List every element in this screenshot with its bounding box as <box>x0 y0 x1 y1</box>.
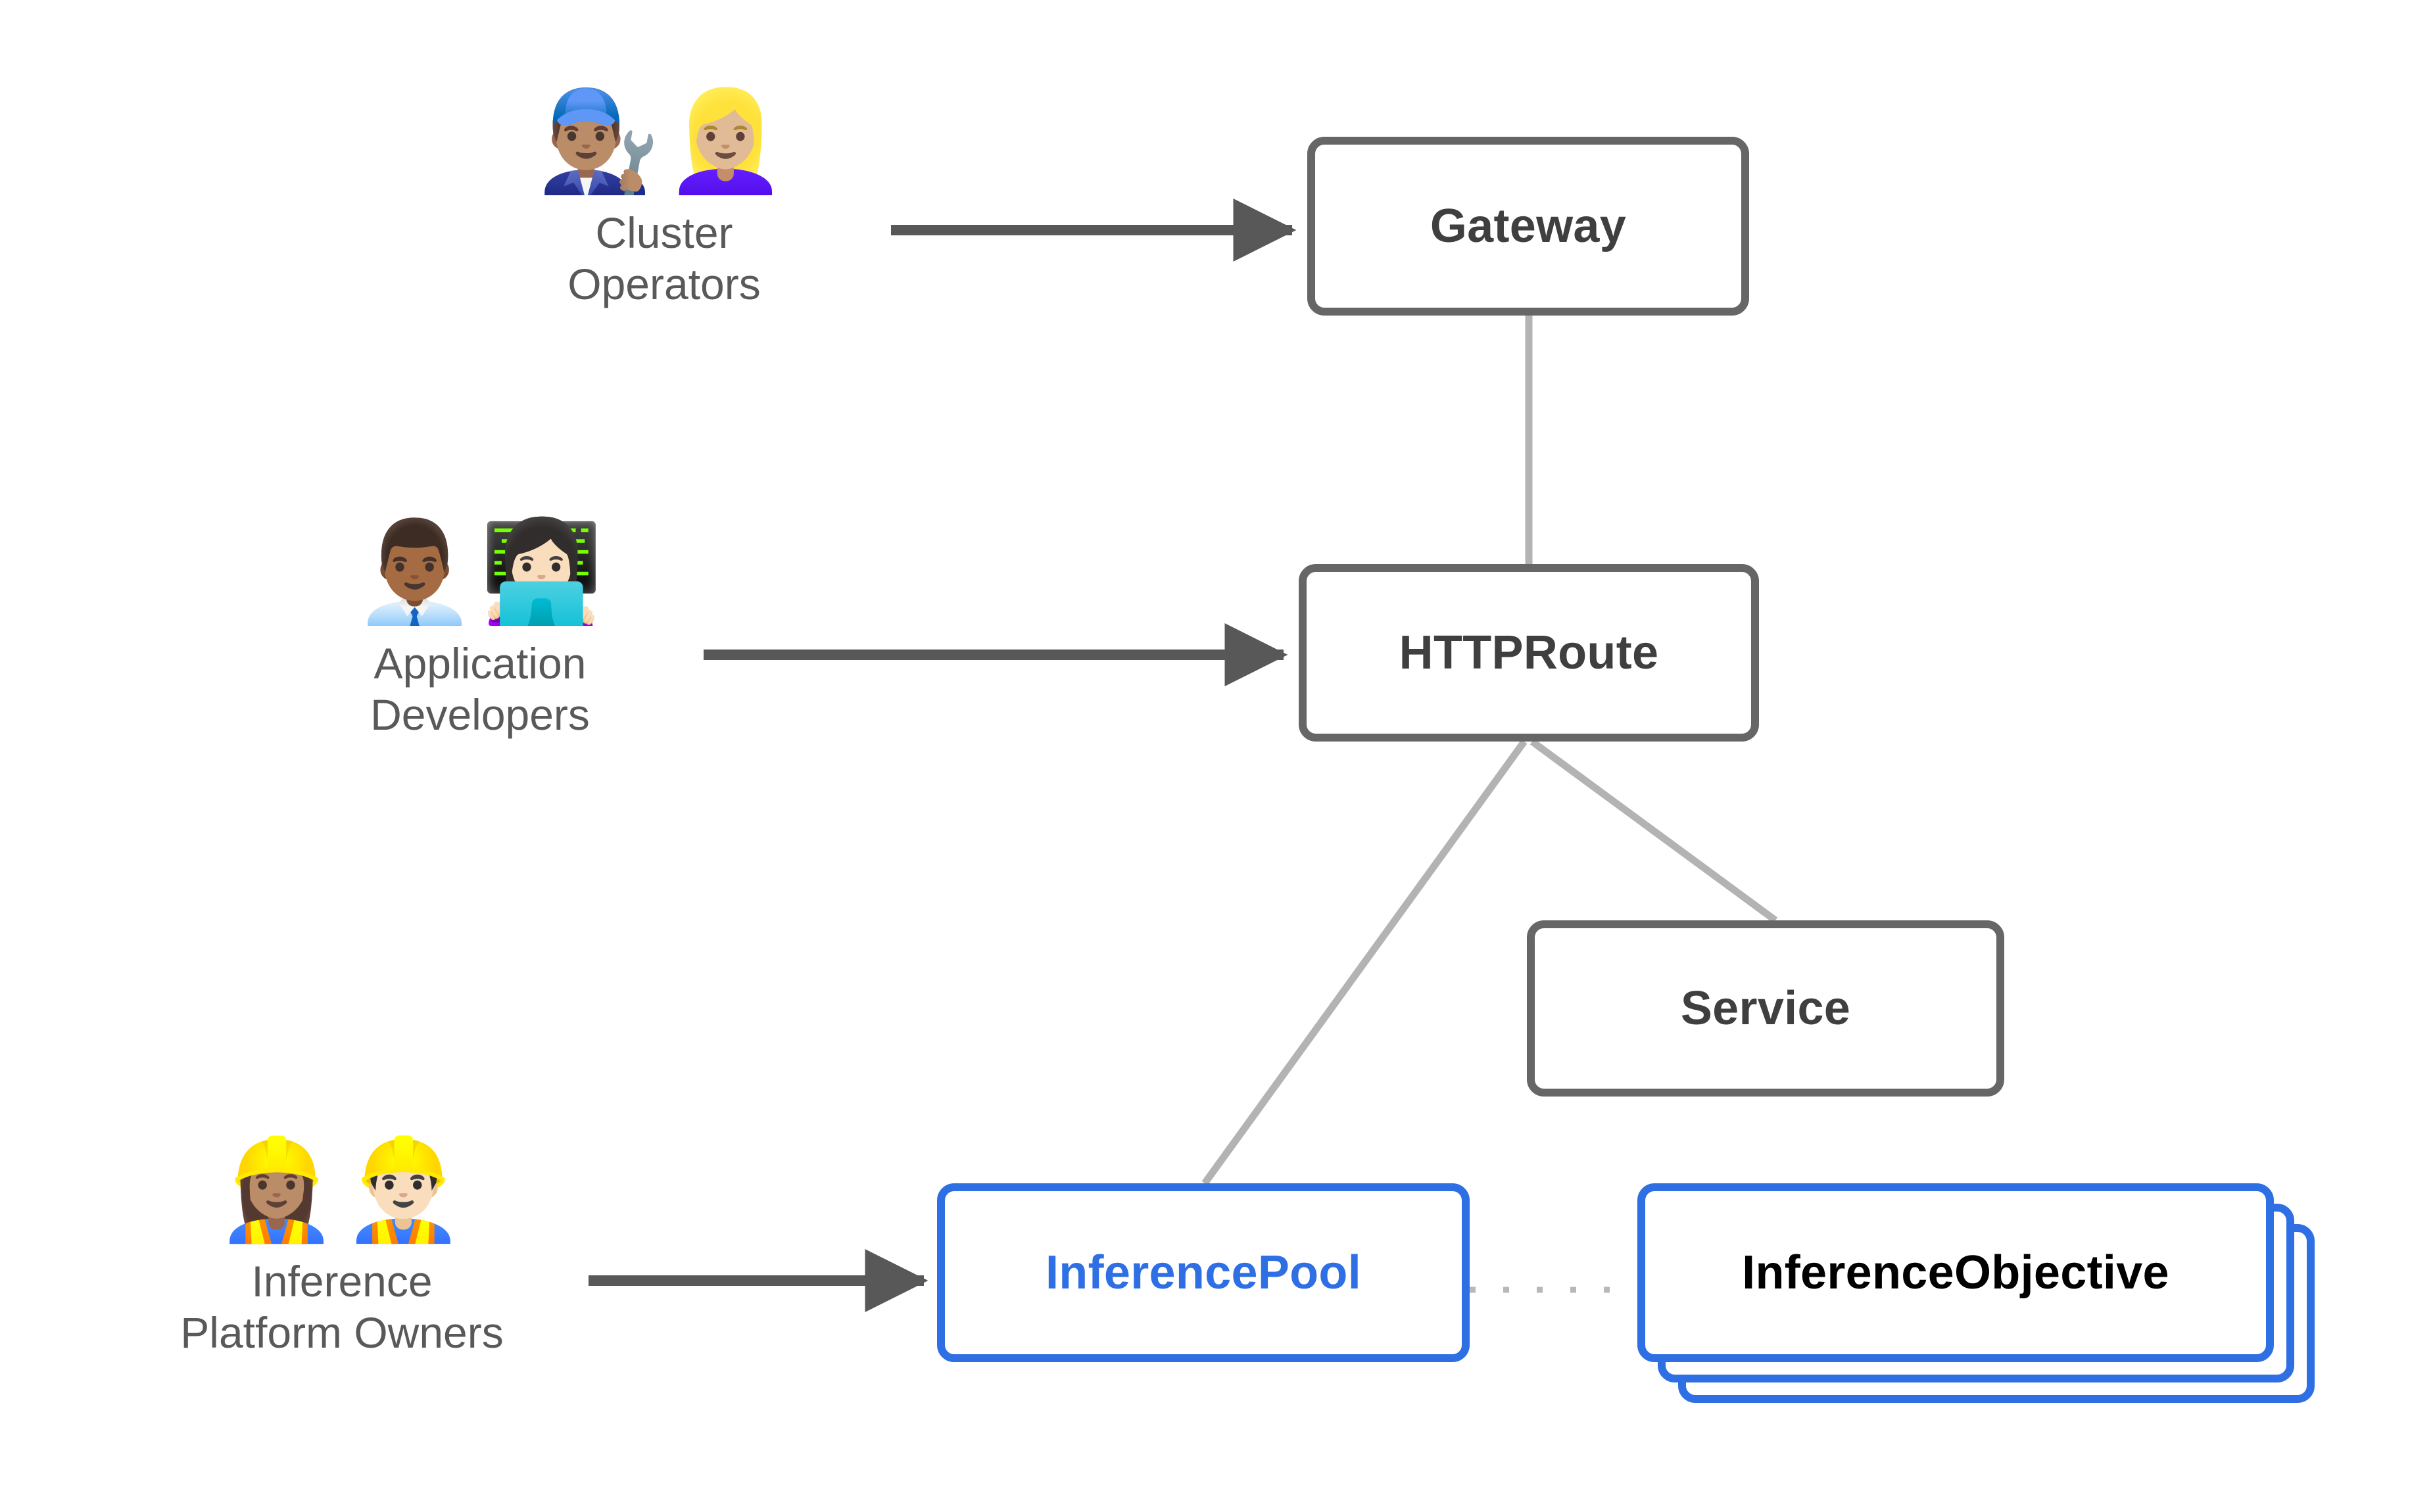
persona-application-developers-label: Application Developers <box>370 639 590 739</box>
persona-application-developers: 👨🏾‍💼👩🏻‍💻 Application Developers <box>250 523 710 741</box>
node-inferenceobjective-stack[interactable]: InferenceObjective <box>1637 1183 2315 1404</box>
node-gateway[interactable]: Gateway <box>1307 137 1749 316</box>
node-httproute-label: HTTPRoute <box>1399 626 1659 679</box>
persona-inference-platform-owners-avatars: 👷🏽‍♀️👷🏻‍♂️ <box>215 1133 469 1247</box>
persona-cluster-operators: 👨🏽‍🔧👱🏼‍♀️ Cluster Operators <box>460 92 868 310</box>
node-inferenceobjective-card-front[interactable]: InferenceObjective <box>1637 1183 2274 1362</box>
persona-cluster-operators-label: Cluster Operators <box>567 208 761 308</box>
edge-httproute-inferencepool <box>1201 739 1528 1186</box>
node-service[interactable]: Service <box>1527 920 2004 1097</box>
node-inferencepool-label: InferencePool <box>1045 1246 1362 1299</box>
node-service-label: Service <box>1680 982 1851 1035</box>
persona-application-developers-avatars: 👨🏾‍💼👩🏻‍💻 <box>353 515 607 629</box>
node-inferencepool[interactable]: InferencePool <box>937 1183 1470 1362</box>
persona-cluster-operators-avatars: 👨🏽‍🔧👱🏼‍♀️ <box>537 84 791 199</box>
node-gateway-label: Gateway <box>1430 200 1627 252</box>
persona-inference-platform-owners-label: Inference Platform Owners <box>180 1257 504 1357</box>
edge-httproute-service <box>1530 738 1778 924</box>
node-inferenceobjective-label: InferenceObjective <box>1742 1246 2169 1299</box>
persona-inference-platform-owners: 👷🏽‍♀️👷🏻‍♂️ Inference Platform Owners <box>85 1141 598 1359</box>
node-httproute[interactable]: HTTPRoute <box>1299 564 1759 742</box>
